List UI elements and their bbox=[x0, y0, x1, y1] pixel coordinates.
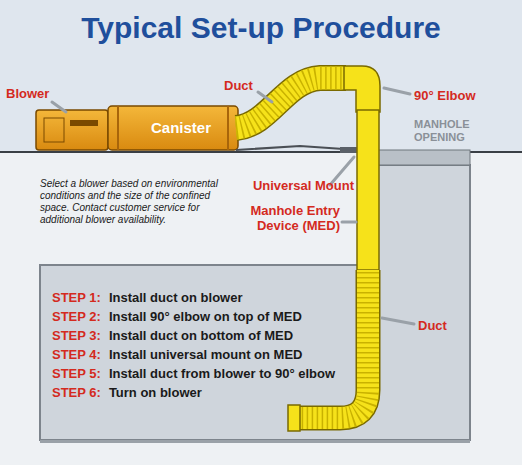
title: Typical Set-up Procedure bbox=[0, 10, 522, 46]
step-text: Install duct from blower to 90° elbow bbox=[109, 366, 335, 382]
part-label: Duct bbox=[418, 318, 478, 333]
step-text: Install duct on blower bbox=[109, 290, 335, 306]
blower bbox=[36, 110, 108, 150]
leader-line bbox=[258, 92, 272, 102]
blower-panel bbox=[44, 118, 64, 142]
step-number: STEP 4: bbox=[52, 347, 101, 363]
leader-line bbox=[384, 88, 410, 94]
elbow bbox=[344, 66, 380, 112]
med-pipe bbox=[357, 110, 379, 270]
chamber-floor bbox=[40, 440, 470, 443]
leader-line bbox=[342, 221, 356, 224]
part-label: Select a blower based on environmental c… bbox=[40, 178, 218, 226]
leader-line bbox=[52, 102, 66, 112]
canister-label: Canister bbox=[151, 119, 211, 137]
part-label: Universal Mount bbox=[226, 178, 354, 193]
step-text: Install duct on bottom of MED bbox=[109, 328, 335, 344]
step-text: Install universal mount on MED bbox=[109, 347, 335, 363]
mount-plate bbox=[236, 146, 358, 150]
blower-handle bbox=[70, 120, 98, 126]
part-label: MANHOLE OPENING bbox=[414, 118, 514, 144]
part-label: Manhole Entry Device (MED) bbox=[226, 203, 340, 233]
step-text: Turn on blower bbox=[109, 385, 335, 401]
step-number: STEP 1: bbox=[52, 290, 101, 306]
canister-text: Canister bbox=[151, 119, 211, 137]
duct-ribs bbox=[300, 272, 368, 418]
duct-outline bbox=[300, 270, 368, 418]
step-number: STEP 6: bbox=[52, 385, 101, 401]
part-label: Duct bbox=[224, 78, 284, 93]
duct-end bbox=[288, 405, 300, 431]
canister-band bbox=[117, 106, 119, 150]
step-text: Install 90° elbow on top of MED bbox=[109, 309, 335, 325]
manhole-chamber bbox=[40, 165, 470, 440]
ground bbox=[0, 152, 522, 465]
step-number: STEP 5: bbox=[52, 366, 101, 382]
canister-band bbox=[227, 106, 229, 150]
step-number: STEP 2: bbox=[52, 309, 101, 325]
leader-line bbox=[382, 318, 414, 324]
steps-panel: STEP 1: Install duct on blowerSTEP 2: Inst… bbox=[52, 290, 335, 401]
step-number: STEP 3: bbox=[52, 328, 101, 344]
part-label: Blower bbox=[6, 86, 76, 101]
duct bbox=[300, 270, 368, 418]
canister bbox=[108, 106, 238, 150]
manhole-rim bbox=[376, 150, 470, 165]
part-label: 90° Elbow bbox=[414, 88, 514, 103]
